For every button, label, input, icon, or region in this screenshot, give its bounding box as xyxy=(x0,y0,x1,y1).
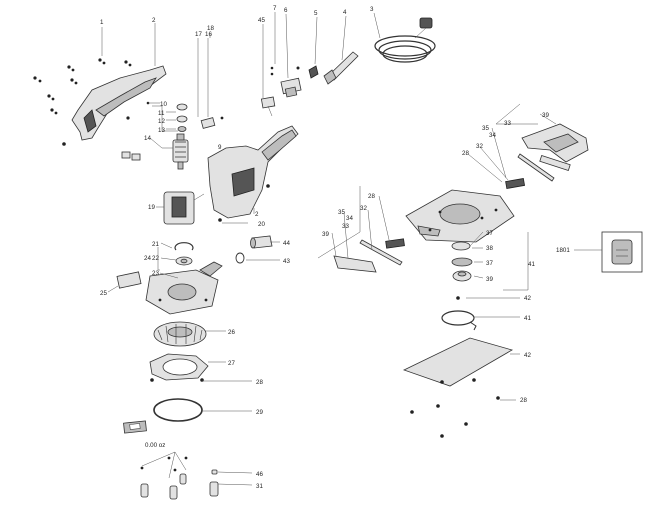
callout-28: 29 xyxy=(256,409,263,416)
callout-31-top: 33 xyxy=(504,120,511,127)
housing-half xyxy=(71,65,167,141)
callout-37: 37 xyxy=(486,260,493,267)
callout-labels: 1 2 3 4 5 6 7 45 17 16 18 10 11 12 13 14… xyxy=(100,5,570,490)
motor-housing xyxy=(207,125,299,222)
retaining-ring-right xyxy=(441,310,477,331)
power-cord xyxy=(374,17,436,63)
armature xyxy=(172,133,189,170)
grease-tube: 0.00 oz xyxy=(123,420,165,449)
callout-19: 20 xyxy=(258,221,265,228)
detail-inset xyxy=(601,231,643,273)
cord-clamp xyxy=(308,65,319,79)
callout-33-left: 32 xyxy=(360,205,367,212)
callout-2-motor: 2 xyxy=(255,211,259,218)
callout-3: 3 xyxy=(370,6,374,13)
callout-23: 24 xyxy=(144,255,151,262)
callout-1801: 1801 xyxy=(556,247,570,254)
leader-lines xyxy=(101,12,602,486)
callout-27: 28 xyxy=(256,379,263,386)
stator xyxy=(163,191,205,225)
callout-42: 42 xyxy=(524,352,531,359)
callout-25: 26 xyxy=(228,329,235,336)
callout-40: 42 xyxy=(524,295,531,302)
clamp-strip xyxy=(505,153,571,189)
label-plate xyxy=(116,271,142,289)
callout-33-top: 32 xyxy=(476,143,483,150)
strain-relief xyxy=(323,51,359,85)
callout-39: 41 xyxy=(528,261,535,268)
sanding-base xyxy=(405,189,515,243)
retaining-ring xyxy=(174,242,194,251)
top-frame-right xyxy=(521,123,589,163)
housing-screws xyxy=(33,58,132,146)
callout-11: 11 xyxy=(158,110,165,117)
seal-plate xyxy=(149,353,209,382)
callout-32-left: 34 xyxy=(346,215,353,222)
callout-6: 6 xyxy=(284,7,288,14)
callout-14: 14 xyxy=(144,135,151,142)
fan xyxy=(153,321,207,347)
callout-22: 23 xyxy=(152,270,159,277)
carbon-brushes xyxy=(121,151,141,161)
callout-2: 2 xyxy=(152,17,156,24)
callout-27-top: 28 xyxy=(462,150,469,157)
callout-41: 41 xyxy=(524,315,531,322)
sanding-pad xyxy=(402,337,514,438)
o-ring xyxy=(153,398,203,422)
pins xyxy=(140,451,219,500)
callout-10: 10 xyxy=(160,101,167,108)
callout-21: 22 xyxy=(152,255,159,262)
callout-27-bottom: 28 xyxy=(520,397,527,404)
base-plate xyxy=(145,261,223,315)
callout-5: 5 xyxy=(314,10,318,17)
callout-44: 44 xyxy=(283,240,290,247)
callout-26: 27 xyxy=(228,360,235,367)
callout-7: 7 xyxy=(273,5,277,12)
bearing xyxy=(175,256,193,266)
callout-20: 21 xyxy=(152,241,159,248)
left-clamp-assembly xyxy=(333,238,405,273)
callout-45: 45 xyxy=(258,17,265,24)
callout-13: 13 xyxy=(158,127,165,134)
capacitor xyxy=(260,96,276,117)
callout-24: 25 xyxy=(100,290,107,297)
callout-12: 12 xyxy=(158,118,165,125)
callout-15: 16 xyxy=(205,31,212,38)
callout-32-top: 34 xyxy=(489,132,496,139)
callout-46: 46 xyxy=(256,471,263,478)
callout-9: 9 xyxy=(218,144,222,151)
callout-38-left: 39 xyxy=(322,231,329,238)
grease-amount-label: 0.00 oz xyxy=(145,442,165,449)
callout-29: 31 xyxy=(256,483,263,490)
callout-27-left: 28 xyxy=(368,193,375,200)
callout-43: 43 xyxy=(283,258,290,265)
callout-38: 39 xyxy=(486,276,493,283)
callout-17: 18 xyxy=(207,25,214,32)
callout-1: 1 xyxy=(100,19,104,26)
callout-35: 37 xyxy=(486,230,493,237)
callout-16: 17 xyxy=(195,31,202,38)
bearings-and-washers xyxy=(146,101,188,132)
callout-34-top: 35 xyxy=(482,125,489,132)
callout-4: 4 xyxy=(343,9,347,16)
callout-38-top: 39 xyxy=(542,112,549,119)
callout-36: 38 xyxy=(486,245,493,252)
callout-34-left: 35 xyxy=(338,209,345,216)
callout-18: 19 xyxy=(148,204,155,211)
bushing xyxy=(235,235,273,264)
switch xyxy=(270,66,302,98)
brush-holder xyxy=(200,116,224,129)
callout-31-left: 33 xyxy=(342,223,349,230)
washer-stack xyxy=(451,241,473,300)
